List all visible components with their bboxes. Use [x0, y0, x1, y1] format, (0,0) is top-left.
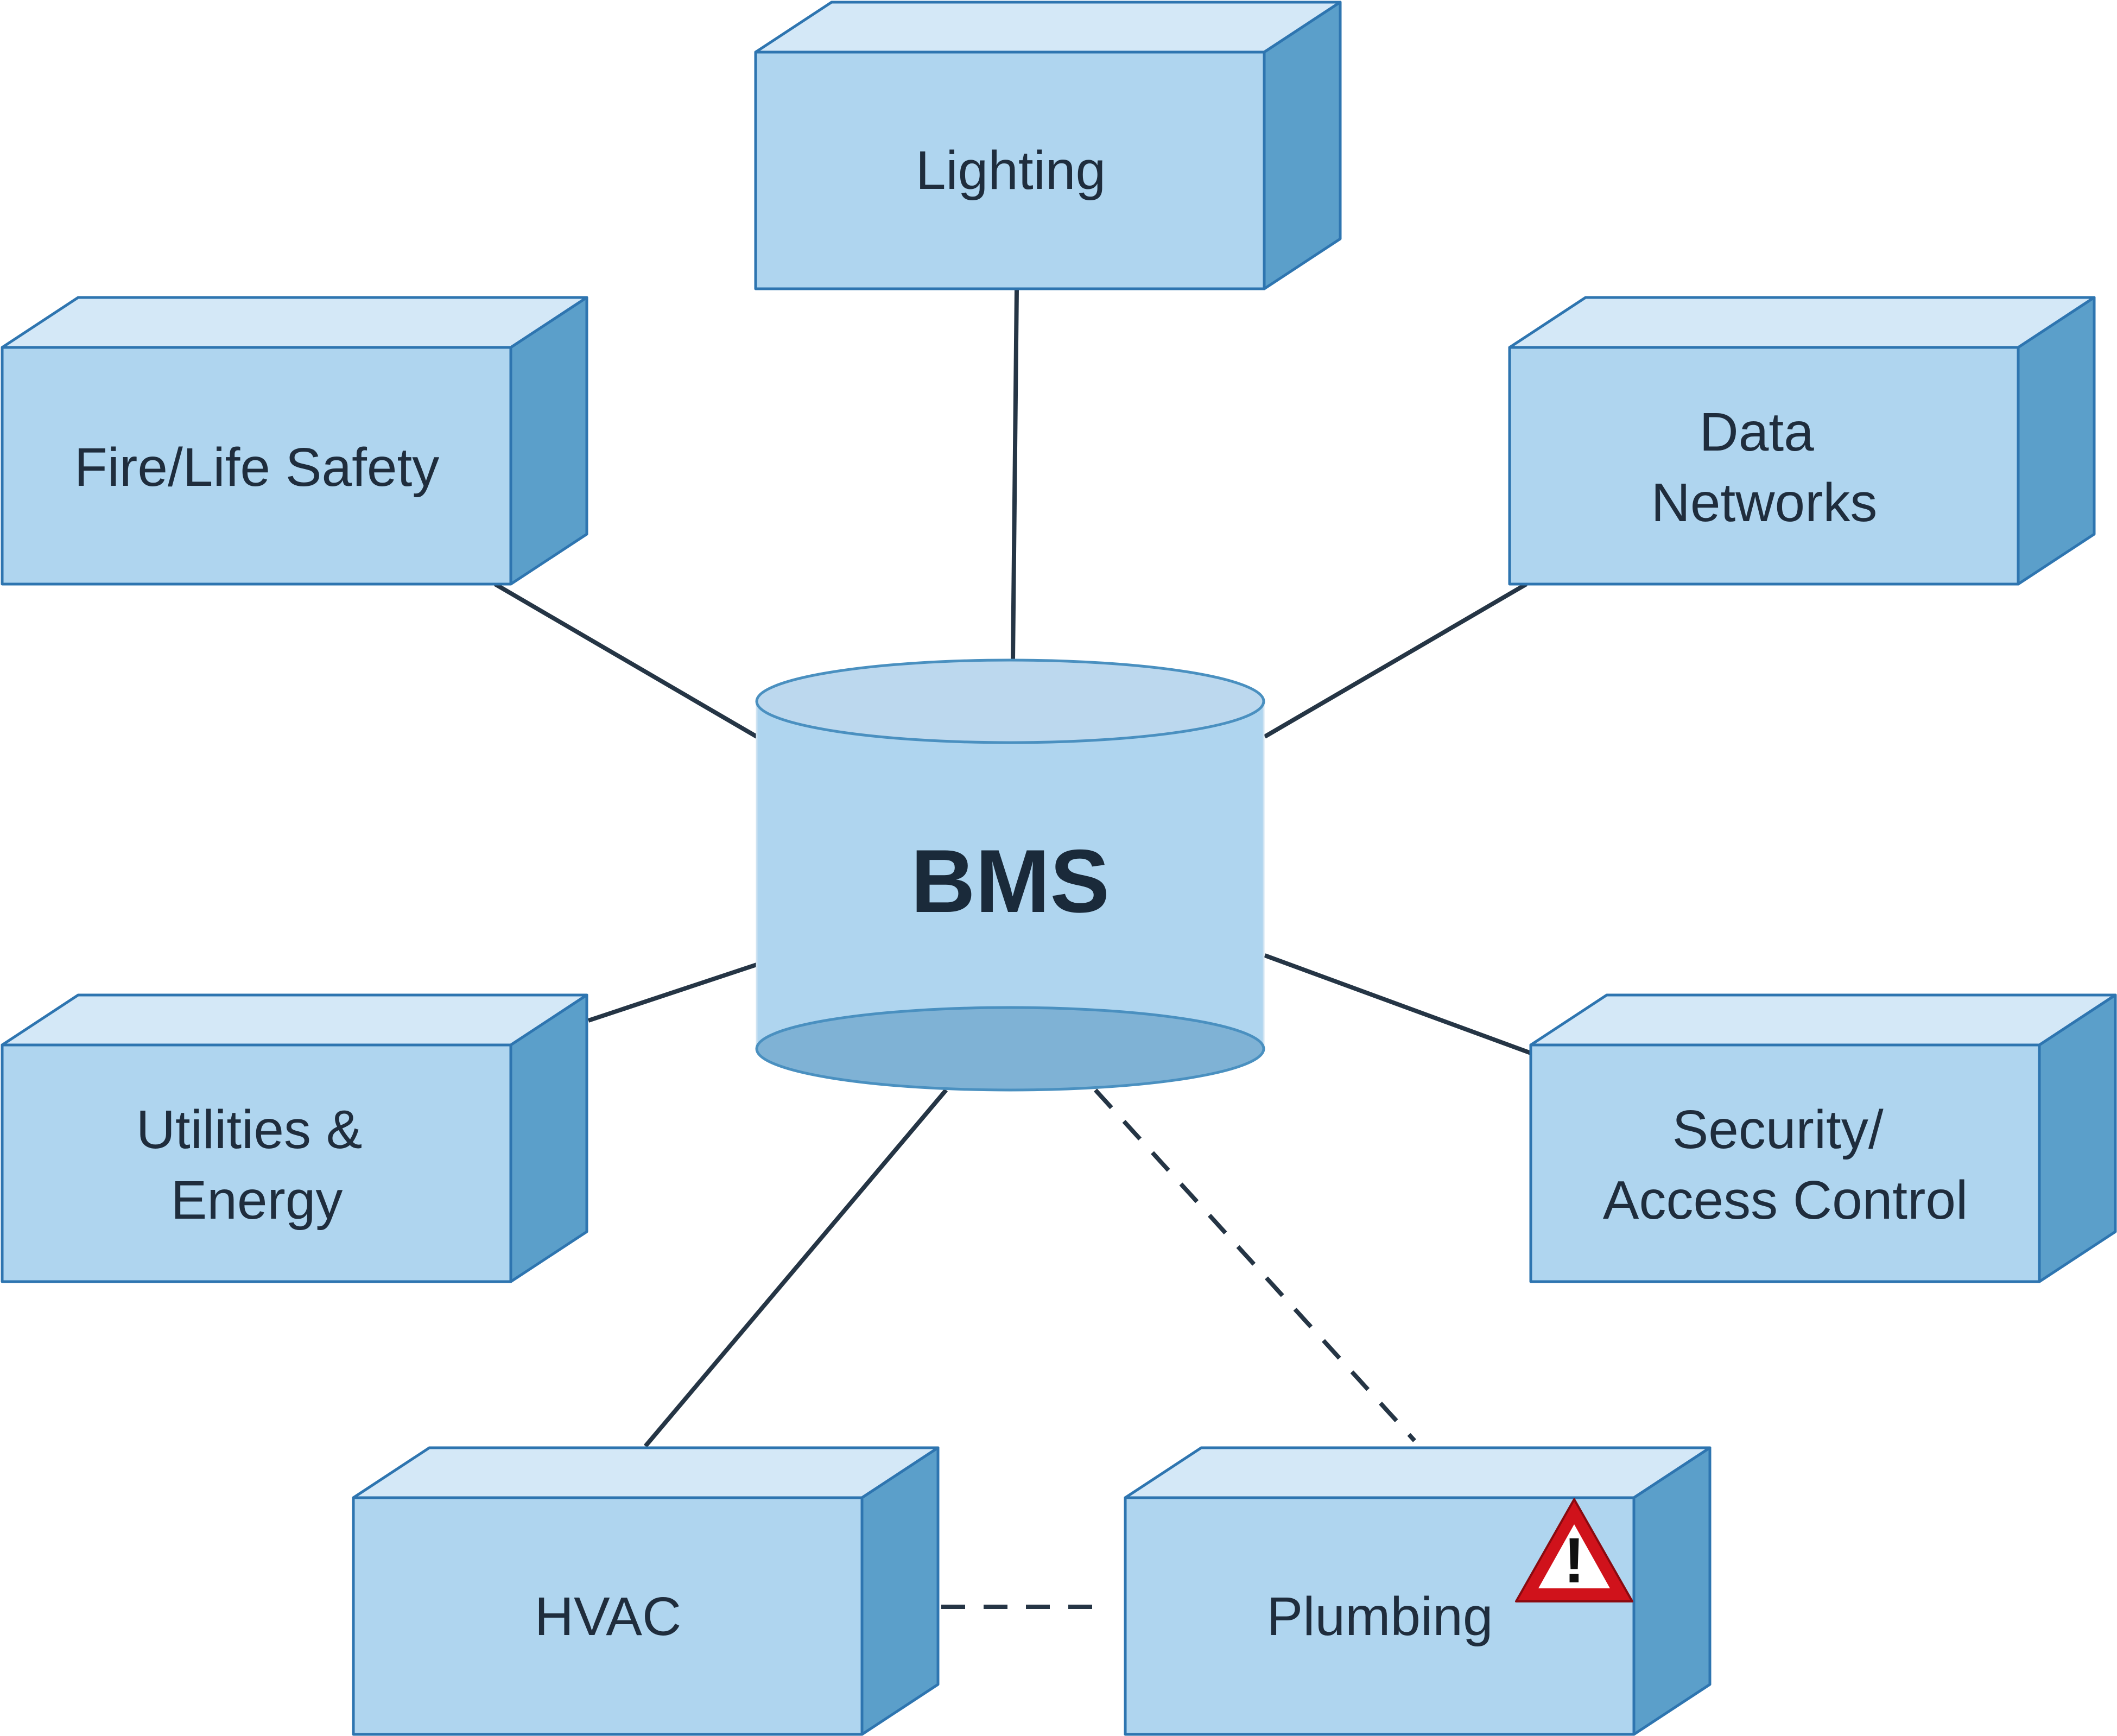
- box-label-line: Lighting: [916, 140, 1106, 201]
- system-box-plumbing[interactable]: Plumbing: [1124, 1446, 1712, 1736]
- connector-utilities-energy: [587, 962, 758, 1023]
- svg-text:HVAC: HVAC: [535, 1586, 681, 1647]
- hub-label: BMS: [911, 831, 1110, 931]
- svg-text:Fire/Life Safety: Fire/Life Safety: [74, 437, 440, 498]
- box-front-face: [1508, 346, 2020, 586]
- box-top-face: [1508, 296, 2096, 349]
- connector-lighting: [1011, 289, 1019, 661]
- box-front-face: [1, 1043, 512, 1283]
- cylinder-top: [755, 658, 1265, 744]
- connector-hvac: [643, 1088, 948, 1448]
- box-side-face: [1632, 1446, 1712, 1736]
- box-label-line: Security/: [1672, 1099, 1884, 1160]
- box-label-line: HVAC: [535, 1586, 681, 1647]
- box-front-face: [754, 50, 1266, 290]
- svg-text:Data Networks: Data Networks: [1651, 402, 1878, 533]
- connections: [493, 289, 1533, 1609]
- box-top-face: [1124, 1446, 1712, 1499]
- system-box-data-networks[interactable]: Data Networks: [1508, 296, 2096, 586]
- connector-security-access: [1264, 953, 1533, 1056]
- cylinder-bottom: [755, 1006, 1265, 1092]
- box-front-face: [1124, 1496, 1636, 1736]
- box-side-face: [1263, 1, 1342, 290]
- warning-exclamation: !: [1563, 1525, 1584, 1596]
- box-side-face: [509, 296, 588, 586]
- box-side-face: [2038, 993, 2117, 1283]
- box-front-face: [1529, 1043, 2041, 1283]
- box-side-face: [2017, 296, 2096, 586]
- system-box-lighting[interactable]: Lighting: [754, 1, 1342, 290]
- system-box-fire-life-safety[interactable]: Fire/Life Safety: [1, 296, 588, 586]
- box-side-face: [860, 1446, 940, 1736]
- box-label-line: Utilities &: [136, 1099, 363, 1160]
- svg-text:Lighting: Lighting: [916, 140, 1106, 201]
- box-front-face: [1, 346, 512, 586]
- box-top-face: [1, 993, 588, 1047]
- system-box-hvac[interactable]: HVAC: [352, 1446, 940, 1736]
- box-label-line: Fire/Life Safety: [74, 437, 440, 498]
- bms-hub-cylinder[interactable]: BMS: [755, 658, 1265, 1092]
- system-box-utilities-energy[interactable]: Utilities & Energy: [1, 993, 588, 1283]
- cylinder-body: [757, 701, 1264, 1090]
- svg-text:Plumbing: Plumbing: [1267, 1586, 1493, 1647]
- svg-text:Utilities & Energy: Utilities & Energy: [136, 1099, 378, 1231]
- box-top-face: [1, 296, 588, 349]
- box-side-face: [509, 993, 588, 1283]
- connector-fire-life-safety: [493, 582, 758, 739]
- box-front-face: [352, 1496, 864, 1736]
- system-box-security-access-control[interactable]: Security/ Access Control: [1529, 993, 2117, 1283]
- connector-plumbing-dashed: [1094, 1088, 1416, 1442]
- box-label-line: Data: [1699, 402, 1814, 462]
- box-label-line: Plumbing: [1267, 1586, 1493, 1647]
- box-label-line: Networks: [1651, 472, 1878, 533]
- warning-triangle-icon: !: [1515, 1498, 1633, 1602]
- box-top-face: [352, 1446, 940, 1499]
- box-label-line: Energy: [171, 1170, 343, 1231]
- svg-text:Security/ Access Control: Security/ Access Control: [1603, 1099, 1968, 1231]
- box-top-face: [754, 1, 1342, 54]
- box-top-face: [1529, 993, 2117, 1047]
- connector-data-networks: [1263, 582, 1528, 739]
- box-label-line: Access Control: [1603, 1170, 1968, 1231]
